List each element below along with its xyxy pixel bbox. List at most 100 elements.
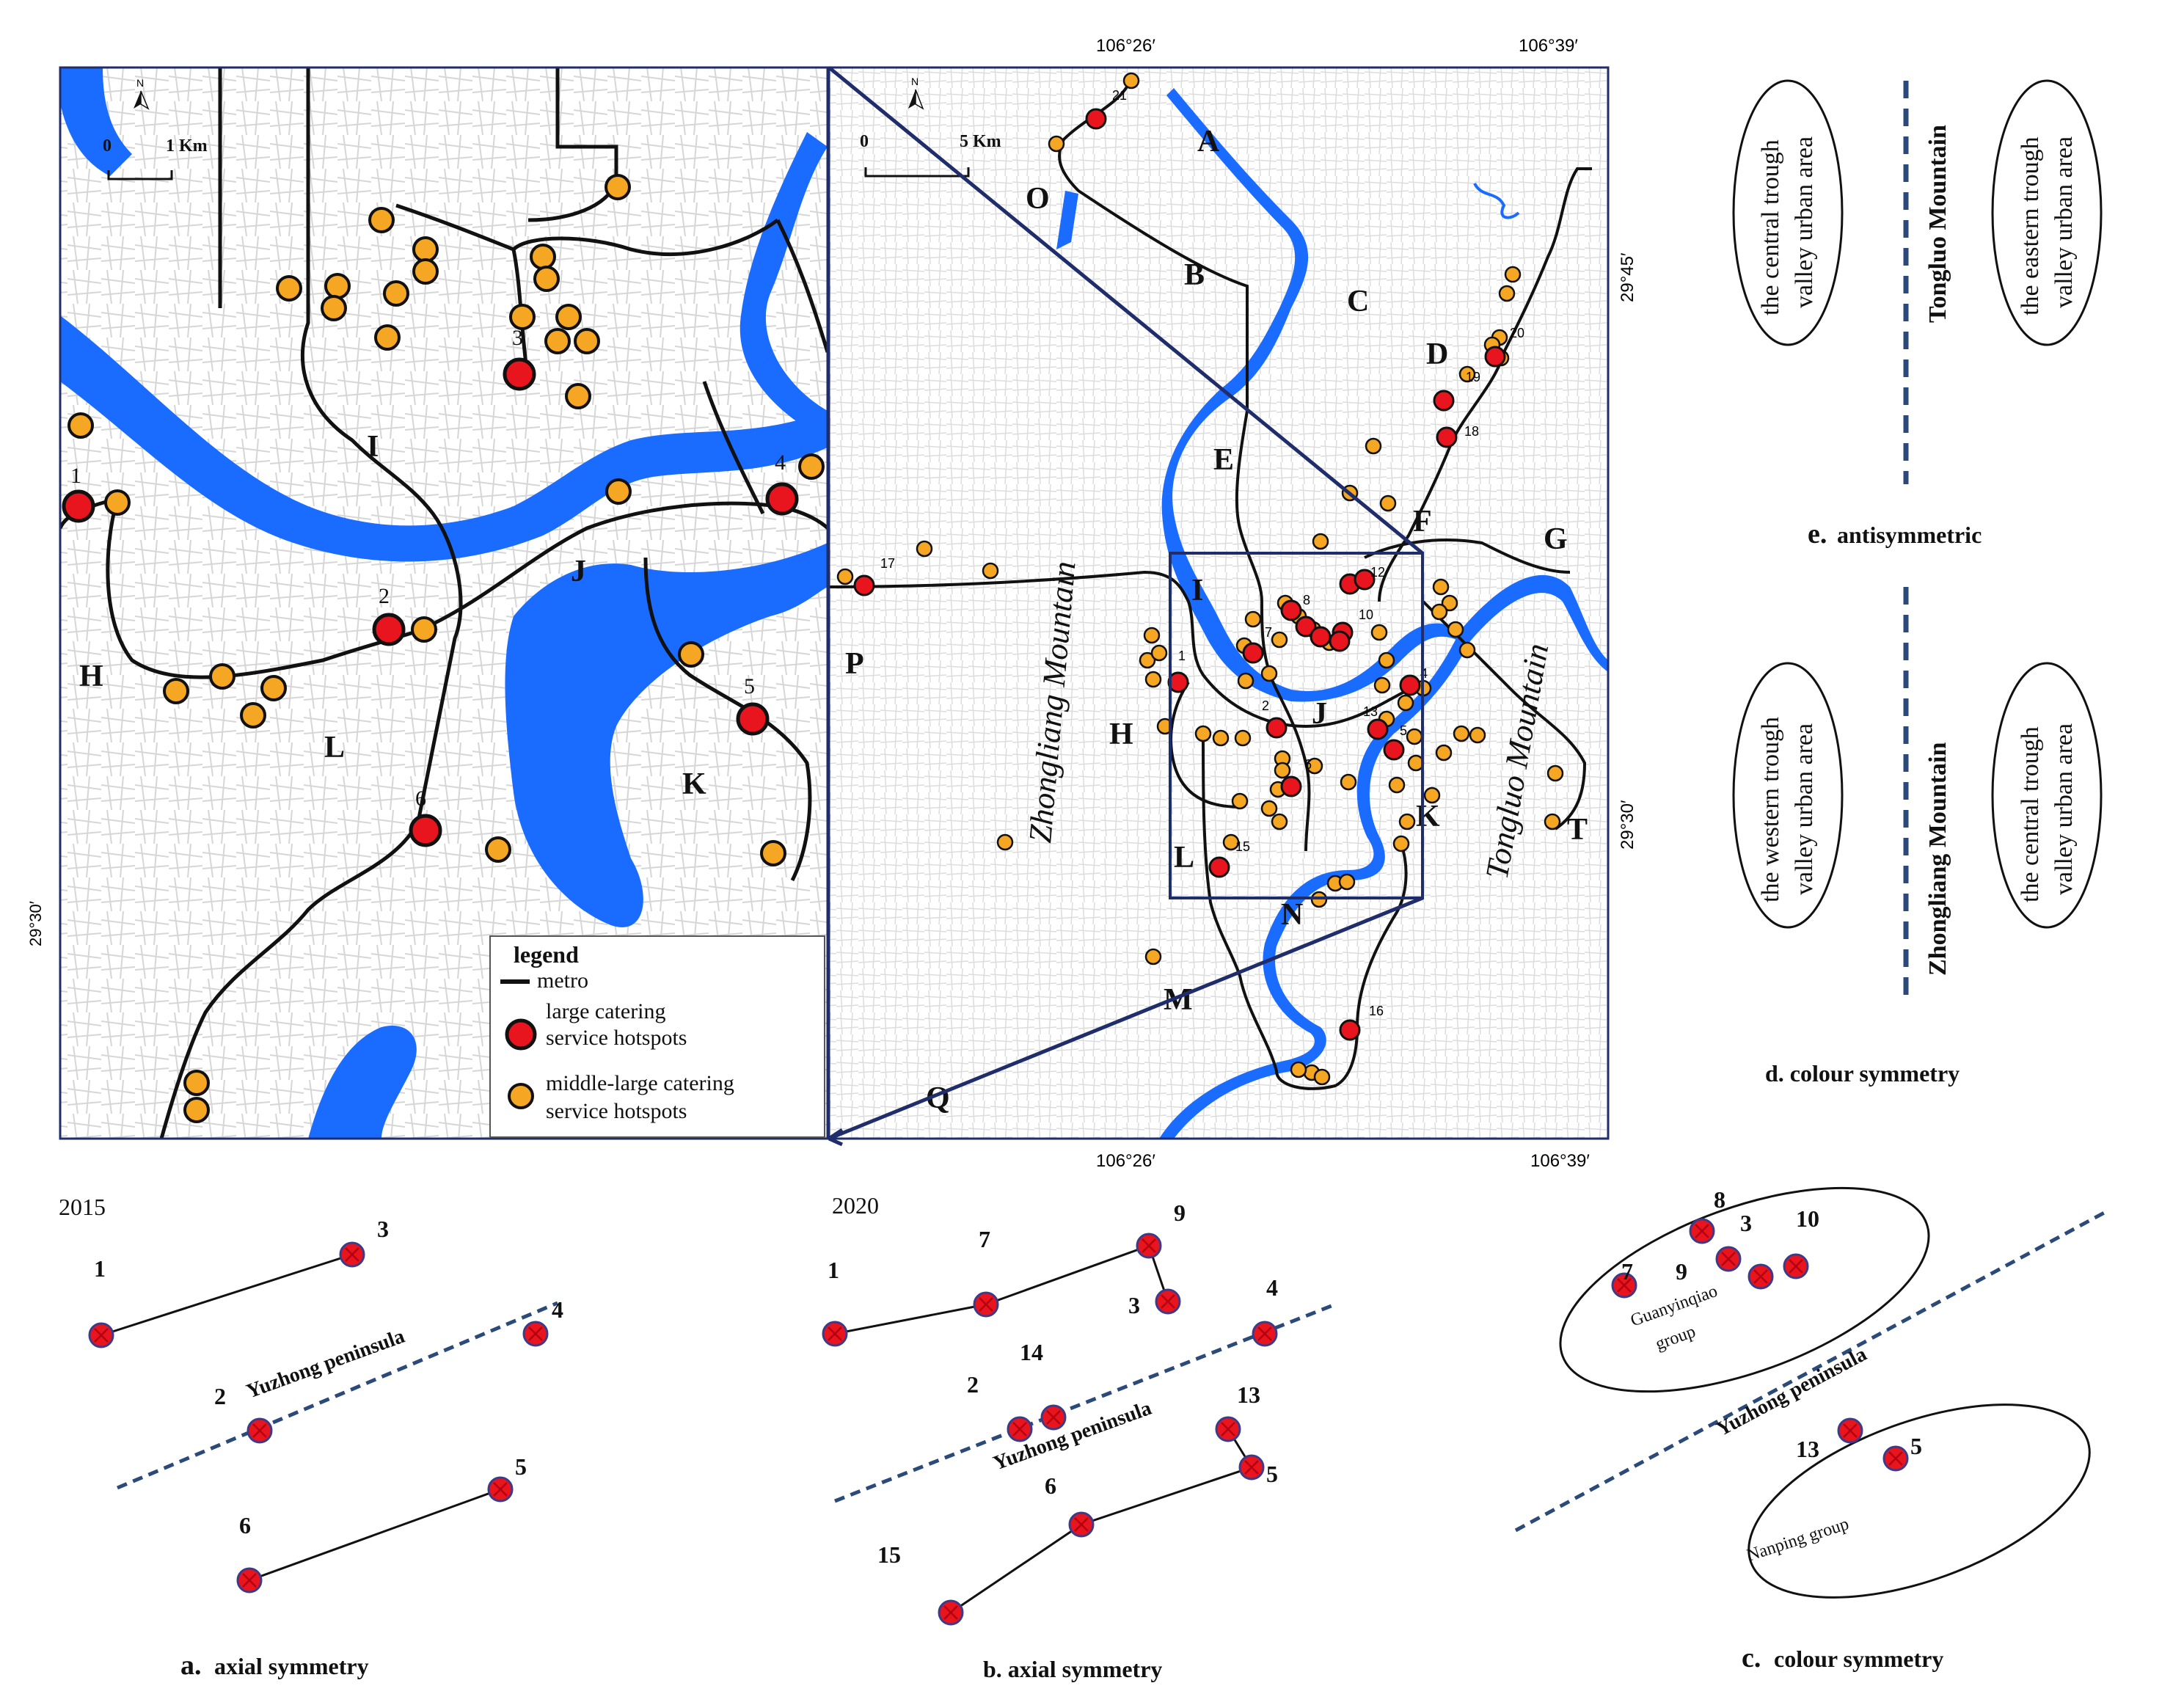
left-map-frame <box>59 66 829 1140</box>
panel-a-point-labels: 1 3 2 4 6 5 <box>94 1216 563 1538</box>
hotspot-number: 7 <box>1265 625 1272 640</box>
yangtze-river <box>60 315 828 562</box>
zone-label-K: K <box>1416 800 1440 833</box>
north-letter: N <box>136 77 144 89</box>
panel-a-year: 2015 <box>59 1194 106 1220</box>
point-label: 1 <box>828 1257 839 1283</box>
point-label: 2 <box>214 1383 226 1409</box>
point-label: 5 <box>515 1453 527 1480</box>
panel-d-right-oval-line2: valley urban area <box>2050 723 2078 895</box>
left-hotspot-label: 3 <box>512 326 523 350</box>
panel-b-year: 2020 <box>832 1192 879 1219</box>
zone-label-D: D <box>1426 337 1448 371</box>
hotspot-number: 6 <box>1304 757 1312 772</box>
panel-e-axis-label: Tongluo Mountain <box>1924 125 1951 323</box>
point-label: 6 <box>239 1512 251 1538</box>
right-map-frame <box>828 66 1610 1140</box>
lon-top-left: 106°26′ <box>1096 36 1155 56</box>
zoom-connector-lines <box>828 66 1424 1147</box>
north-letter: N <box>911 76 918 87</box>
point-label: 9 <box>1174 1200 1186 1226</box>
hotspot-number: 15 <box>1235 839 1250 854</box>
point-label: 4 <box>552 1296 563 1323</box>
jialing-bend <box>505 543 828 927</box>
right-metro-lines <box>829 80 1592 1090</box>
panel-a-symmetry-axis <box>117 1301 558 1490</box>
zone-label-O: O <box>1026 182 1050 216</box>
panel-c-point-labels: 8 3 10 7 9 13 5 <box>1621 1186 1922 1462</box>
right-map: 21 20 19 18 17 16 15 13 12 10 8 7 6 5 4 … <box>828 36 1637 1171</box>
panel-e-right-oval-line1: the eastern trough <box>2017 136 2044 315</box>
panel-b-point-labels: 1 7 9 3 4 14 2 13 5 6 15 <box>828 1200 1278 1568</box>
lon-top-right: 106°39′ <box>1519 36 1578 56</box>
point-label: 8 <box>1714 1186 1725 1213</box>
panel-d: the western trough valley urban area the… <box>1732 587 2103 1087</box>
panel-a-caption-letter: a. <box>180 1650 202 1681</box>
point-label: 6 <box>1045 1472 1056 1499</box>
zone-label-A: A <box>1197 125 1220 158</box>
zone-label-J: J <box>571 555 586 588</box>
panel-e-right-oval <box>1991 79 2103 346</box>
panel-e-left-oval-line1: the central trough <box>1757 139 1784 315</box>
panel-a-axis-label: Yuzhong peninsula <box>244 1325 408 1403</box>
right-yangtze-river <box>1159 574 1608 1139</box>
panel-a-line-top <box>101 1253 353 1337</box>
point-label: 2 <box>967 1371 979 1398</box>
legend-metro-label: metro <box>537 968 588 993</box>
zone-label-P: P <box>845 647 864 681</box>
guanyinqiao-group-label-1: Guanyinqiao <box>1628 1282 1720 1331</box>
panel-b-line-top <box>834 1244 1169 1335</box>
panel-c-caption-letter: c. <box>1742 1643 1761 1673</box>
point-label: 9 <box>1676 1258 1687 1285</box>
panel-e-right-oval-line2: valley urban area <box>2050 136 2078 308</box>
panel-d-caption: d. colour symmetry <box>1765 1060 1960 1087</box>
panel-a-line-bottom <box>249 1488 501 1582</box>
panel-e-caption: antisymmetric <box>1837 522 1982 548</box>
zone-label-H: H <box>1109 718 1133 751</box>
panel-c-symmetry-axis <box>1514 1210 2107 1533</box>
right-north-arrow: N <box>908 76 924 110</box>
zone-label-T: T <box>1567 813 1588 847</box>
panel-a: 2015 1 3 2 4 6 5 Yuzhong peninsula a. ax… <box>59 1194 563 1681</box>
hotspot-number: 5 <box>1400 723 1407 738</box>
legend-large-swatch <box>505 1018 537 1051</box>
left-scale-bar: 0 1 Km <box>103 136 208 180</box>
right-hotspot-numbers: 21 20 19 18 17 16 15 13 12 10 8 7 6 5 4 … <box>880 88 1524 1018</box>
zone-label-I: I <box>1191 574 1203 607</box>
panel-d-left-oval <box>1732 662 1844 929</box>
point-label: 7 <box>1621 1258 1633 1285</box>
hotspot-number: 10 <box>1359 607 1373 622</box>
right-lake-east <box>1473 182 1520 219</box>
panel-d-left-oval-line2: valley urban area <box>1791 723 1818 895</box>
zone-label-N: N <box>1281 898 1303 932</box>
legend-middle-line1: middle-large catering <box>546 1071 734 1095</box>
zone-label-I: I <box>367 430 379 464</box>
lat-top: 29°45′ <box>1618 252 1637 302</box>
scale-zero: 0 <box>860 132 869 151</box>
left-north-arrow: N <box>134 77 150 110</box>
point-label: 7 <box>979 1226 990 1252</box>
zone-label-L: L <box>1174 841 1194 875</box>
hotspot-number: 18 <box>1464 424 1479 439</box>
right-zone-labels: A B C D E F G H I J K L M N O P Q T <box>845 125 1588 1115</box>
panel-d-right-oval-line1: the central trough <box>2017 726 2044 902</box>
scale-zero: 0 <box>103 136 112 156</box>
point-label: 15 <box>877 1541 901 1568</box>
scale-end: 1 Km <box>166 136 208 156</box>
legend-middle-swatch <box>508 1083 534 1109</box>
right-jialing-river <box>1161 88 1460 702</box>
lon-bottom-left: 106°26′ <box>1096 1151 1155 1171</box>
hotspot-number: 8 <box>1303 593 1310 607</box>
legend-middle-line2: service hotspots <box>546 1099 687 1123</box>
point-label: 5 <box>1266 1461 1278 1487</box>
left-lat-label: 29°30′ <box>26 901 45 946</box>
river-south-left <box>308 1026 417 1139</box>
left-map: 1 2 3 4 5 6 I J H L K N 0 1 Km 29 <box>26 66 829 1140</box>
panel-d-right-oval <box>1991 662 2103 929</box>
panel-b-line-bottom <box>950 1428 1254 1614</box>
left-hotspot-label: 6 <box>415 786 426 811</box>
point-label: 3 <box>1740 1210 1752 1236</box>
panel-d-axis-label: Zhongliang Mountain <box>1924 742 1951 976</box>
zone-label-B: B <box>1184 258 1205 292</box>
